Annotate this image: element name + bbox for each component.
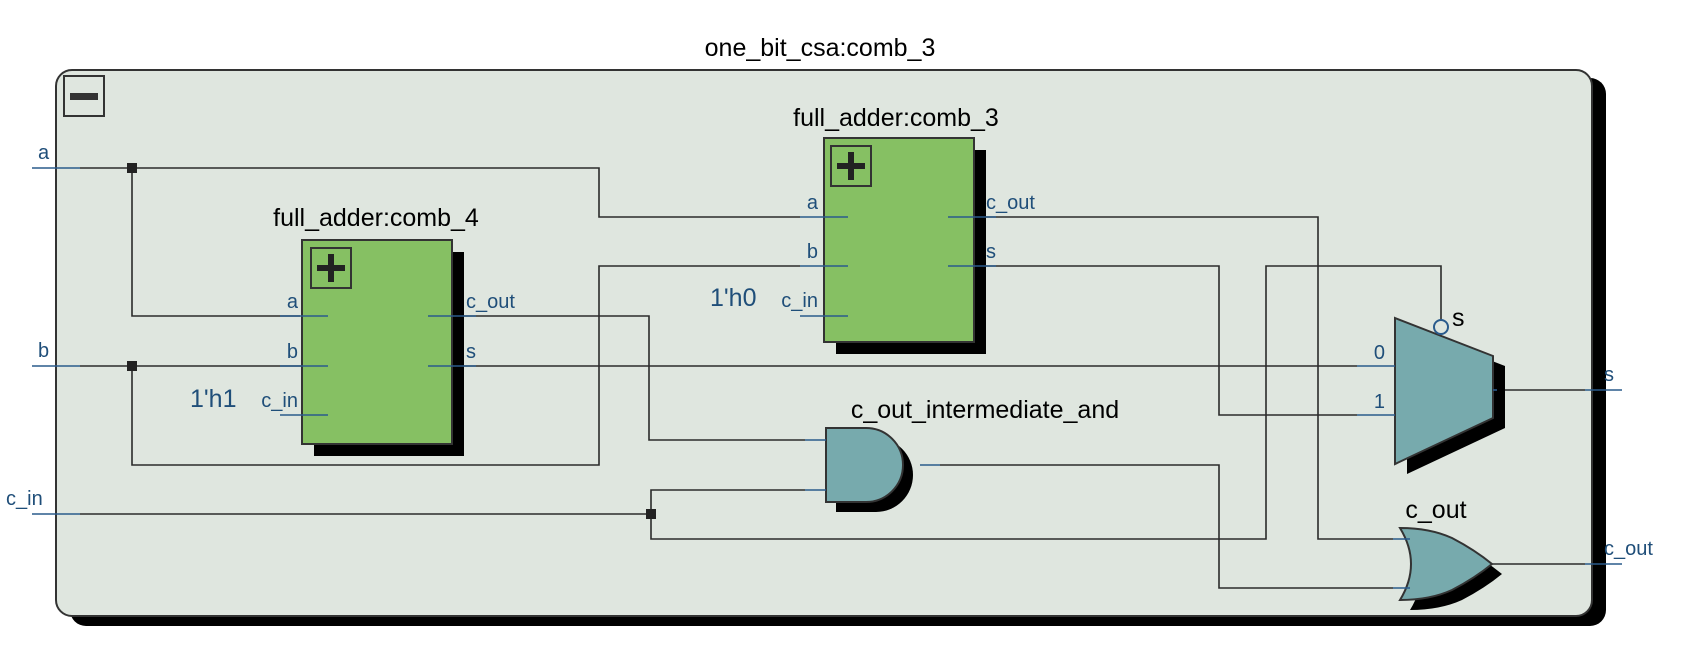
mux-select-label: s bbox=[1452, 304, 1465, 332]
or-gate-title: c_out bbox=[1405, 496, 1466, 524]
wire-a-to-adder3[interactable] bbox=[80, 167, 800, 218]
junction-dot bbox=[646, 509, 656, 519]
junction-dot bbox=[127, 361, 137, 371]
top-input-ports: a b c_in bbox=[6, 142, 80, 515]
minus-icon bbox=[70, 93, 98, 100]
mux-label-1: 1 bbox=[1374, 391, 1385, 413]
adder3-const-cin: 1'h0 bbox=[710, 284, 756, 312]
port-label-c-in: c_in bbox=[6, 488, 43, 510]
port-label-a: a bbox=[38, 142, 50, 164]
plus-icon bbox=[317, 254, 345, 282]
adder3-expand-button[interactable] bbox=[830, 145, 872, 187]
mux-s[interactable]: 0 1 s bbox=[1357, 304, 1505, 474]
port-label-b: b bbox=[38, 340, 49, 362]
wire-b-to-adder3[interactable] bbox=[131, 265, 800, 466]
full-adder-comb-4[interactable]: full_adder:comb_4 a b c_in c_out s 1'h1 bbox=[190, 204, 515, 456]
adder4-label-s: s bbox=[466, 341, 476, 363]
adder4-expand-button[interactable] bbox=[310, 247, 352, 289]
and-gate-body bbox=[825, 427, 904, 503]
adder4-label-b: b bbox=[287, 341, 298, 363]
top-output-ports: s c_out bbox=[1585, 364, 1653, 565]
or-gate-c-out[interactable]: c_out bbox=[1393, 496, 1502, 610]
mux-select-inversion-bubble[interactable] bbox=[1433, 319, 1449, 335]
and-gate-title: c_out_intermediate_and bbox=[851, 396, 1119, 424]
adder4-const-cin: 1'h1 bbox=[190, 385, 236, 413]
wire-a-to-adder4[interactable] bbox=[131, 168, 300, 317]
wire-cin-to-mux-select[interactable] bbox=[650, 265, 1442, 540]
and-gate-c-out-intermediate[interactable]: c_out_intermediate_and bbox=[805, 396, 1119, 512]
adder4-label-a: a bbox=[287, 291, 299, 313]
wire-and-to-or[interactable] bbox=[940, 464, 1393, 589]
collapse-button[interactable] bbox=[63, 75, 105, 117]
adder3-label-c-out: c_out bbox=[986, 192, 1035, 214]
wire-adder3-cout-to-or[interactable] bbox=[972, 216, 1393, 540]
plus-icon bbox=[837, 152, 865, 180]
wire-adder4-cout-to-and[interactable] bbox=[448, 315, 805, 441]
wire-cin-to-and[interactable] bbox=[650, 489, 805, 514]
adder4-label-c-out: c_out bbox=[466, 291, 515, 313]
junction-dot bbox=[127, 163, 137, 173]
adder3-label-s: s bbox=[986, 241, 996, 263]
top-module-title: one_bit_csa:comb_3 bbox=[705, 34, 936, 62]
adder4-title: full_adder:comb_4 bbox=[273, 204, 479, 232]
port-label-s: s bbox=[1604, 364, 1614, 386]
adder3-label-a: a bbox=[807, 192, 819, 214]
adder3-label-b: b bbox=[807, 241, 818, 263]
wire-adder3-s-to-mux[interactable] bbox=[972, 265, 1357, 416]
mux-label-0: 0 bbox=[1374, 342, 1385, 364]
adder3-title: full_adder:comb_3 bbox=[793, 104, 999, 132]
full-adder-comb-3[interactable]: full_adder:comb_3 a b c_in c_out s 1'h0 bbox=[710, 104, 1035, 354]
adder4-label-c-in: c_in bbox=[261, 390, 298, 412]
adder3-label-c-in: c_in bbox=[781, 290, 818, 312]
port-label-c-out: c_out bbox=[1604, 538, 1653, 560]
